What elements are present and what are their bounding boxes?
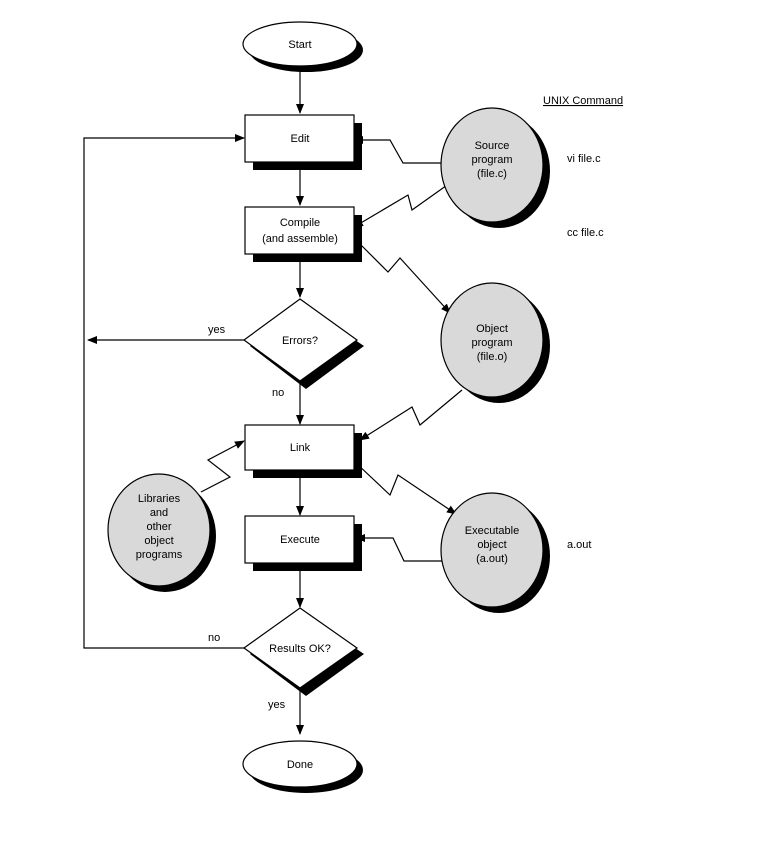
svg-text:(file.o): (file.o) — [477, 351, 508, 363]
svg-text:Compile: Compile — [280, 217, 320, 229]
svg-text:program: program — [472, 154, 513, 166]
svg-text:Start: Start — [288, 39, 311, 51]
svg-text:Source: Source — [475, 140, 510, 152]
svg-text:Errors?: Errors? — [282, 335, 318, 347]
link-box: Link — [244, 424, 362, 478]
svg-text:other: other — [146, 521, 171, 533]
zigzag-connectors — [200, 136, 463, 562]
svg-text:(a.out): (a.out) — [476, 553, 508, 565]
svg-text:Edit: Edit — [291, 133, 310, 145]
results-yes-label: yes — [268, 699, 286, 711]
svg-text:Object: Object — [476, 323, 508, 335]
svg-text:Execute: Execute — [280, 534, 320, 546]
errors-decision: Errors? — [242, 298, 364, 389]
svg-text:program: program — [472, 337, 513, 349]
errors-no-label: no — [272, 387, 284, 399]
results-decision: Results OK? — [242, 607, 364, 696]
svg-text:Results OK?: Results OK? — [269, 643, 331, 655]
svg-text:(and assemble): (and assemble) — [262, 233, 338, 245]
svg-text:object: object — [144, 535, 173, 547]
svg-text:Link: Link — [290, 442, 311, 454]
results-no-label: no — [208, 632, 220, 644]
execute-box: Execute — [244, 515, 362, 571]
command-edit: vi file.c — [567, 153, 601, 165]
command-compile: cc file.c — [567, 227, 604, 239]
done-node: Done — [242, 740, 363, 793]
errors-yes-label: yes — [208, 324, 226, 336]
svg-text:Executable: Executable — [465, 525, 519, 537]
svg-text:programs: programs — [136, 549, 183, 561]
command-execute: a.out — [567, 539, 591, 551]
svg-text:Done: Done — [287, 759, 313, 771]
svg-text:Libraries: Libraries — [138, 493, 181, 505]
compile-box: Compile (and assemble) — [244, 206, 362, 262]
svg-text:and: and — [150, 507, 168, 519]
unix-command-header: UNIX Command — [543, 95, 623, 107]
libraries-circle: Libraries and other object programs — [107, 473, 216, 592]
object-program-circle: Object program (file.o) — [440, 282, 550, 403]
svg-text:object: object — [477, 539, 506, 551]
svg-text:(file.c): (file.c) — [477, 168, 507, 180]
feedback-loops — [83, 134, 245, 649]
edit-box: Edit — [244, 114, 362, 170]
executable-object-circle: Executable object (a.out) — [440, 492, 550, 613]
source-program-circle: Source program (file.c) — [440, 107, 550, 228]
start-node: Start — [242, 21, 363, 72]
